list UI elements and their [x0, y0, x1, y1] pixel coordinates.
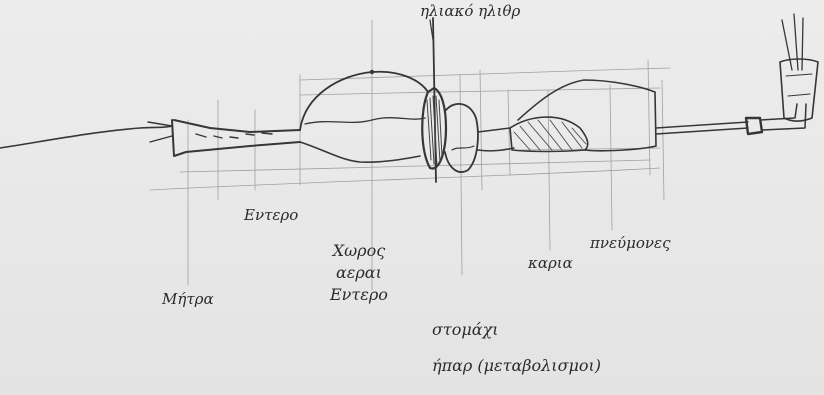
lungs-label: πνεύμονες	[590, 236, 671, 251]
sun-vision-label: ηλιακό ηλιθρ	[420, 4, 520, 19]
space-air-intestine-line-2: αεραι	[330, 262, 388, 284]
pipe-line	[656, 122, 748, 134]
space-air-intestine-label: Χωρος αεραι Εντερο	[330, 240, 388, 306]
space-air-intestine-line-3: Εντερο	[330, 284, 388, 306]
heart-label: καρια	[528, 256, 573, 271]
uterus-label: Μήτρα	[162, 292, 214, 307]
entry-arrow	[148, 122, 172, 142]
space-air-intestine-line-1: Χωρος	[330, 240, 388, 262]
intestine-wave	[305, 118, 425, 124]
air-space-lower	[300, 142, 420, 162]
stomach-label: στομάχι	[432, 322, 499, 338]
cup-sticks	[782, 14, 803, 70]
uterus-dashes	[196, 133, 272, 138]
stomach-blob	[445, 104, 478, 172]
tail-line	[0, 126, 172, 148]
intestine-label: Εντερο	[244, 208, 298, 223]
liver-metabolism-label: ήπαρ (μεταβολισμοι)	[432, 358, 601, 374]
cup-vessel	[780, 59, 818, 121]
